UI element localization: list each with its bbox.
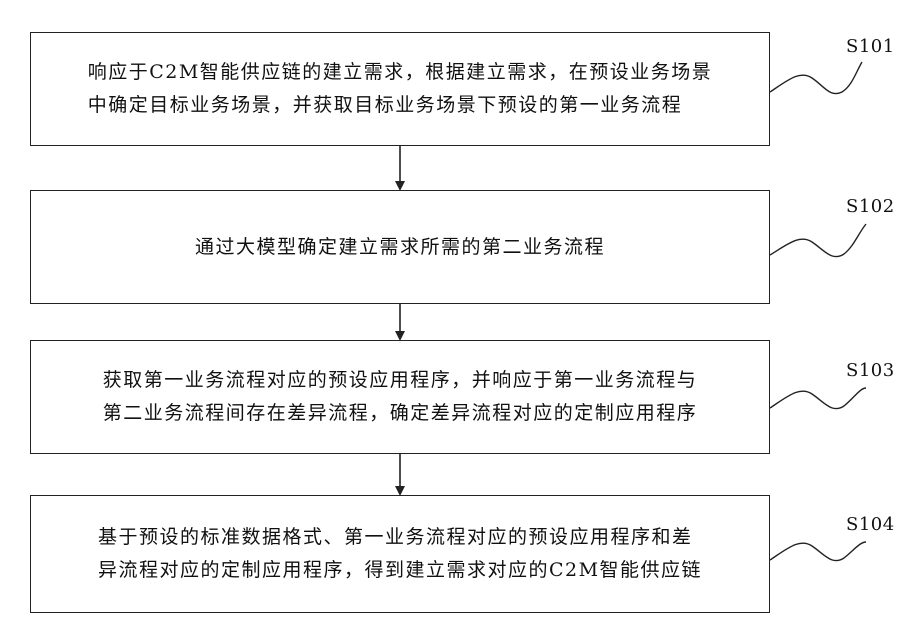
step-label-s103: S103 bbox=[846, 360, 895, 381]
step-label-s101: S101 bbox=[846, 36, 895, 57]
leader-line-s101 bbox=[770, 62, 862, 94]
step-text-s104: 基于预设的标准数据格式、第一业务流程对应的预设应用程序和差 异流程对应的定制应用… bbox=[98, 521, 702, 587]
leader-line-s103 bbox=[770, 388, 866, 409]
step-box-s102: 通过大模型确定建立需求所需的第二业务流程 bbox=[30, 190, 770, 304]
step-text-s103: 获取第一业务流程对应的预设应用程序，并响应于第一业务流程与 第二业务流程间存在差… bbox=[103, 364, 698, 430]
leader-line-s104 bbox=[770, 542, 866, 561]
step-text-s101: 响应于C2M智能供应链的建立需求，根据建立需求，在预设业务场景 中确定目标业务场… bbox=[88, 56, 713, 122]
step-text-s102: 通过大模型确定建立需求所需的第二业务流程 bbox=[195, 231, 605, 264]
step-box-s101: 响应于C2M智能供应链的建立需求，根据建立需求，在预设业务场景 中确定目标业务场… bbox=[30, 32, 770, 146]
step-label-s102: S102 bbox=[846, 196, 895, 217]
step-box-s103: 获取第一业务流程对应的预设应用程序，并响应于第一业务流程与 第二业务流程间存在差… bbox=[30, 340, 770, 454]
step-label-s104: S104 bbox=[846, 514, 895, 535]
step-box-s104: 基于预设的标准数据格式、第一业务流程对应的预设应用程序和差 异流程对应的定制应用… bbox=[30, 495, 770, 613]
leader-line-s102 bbox=[770, 224, 866, 257]
